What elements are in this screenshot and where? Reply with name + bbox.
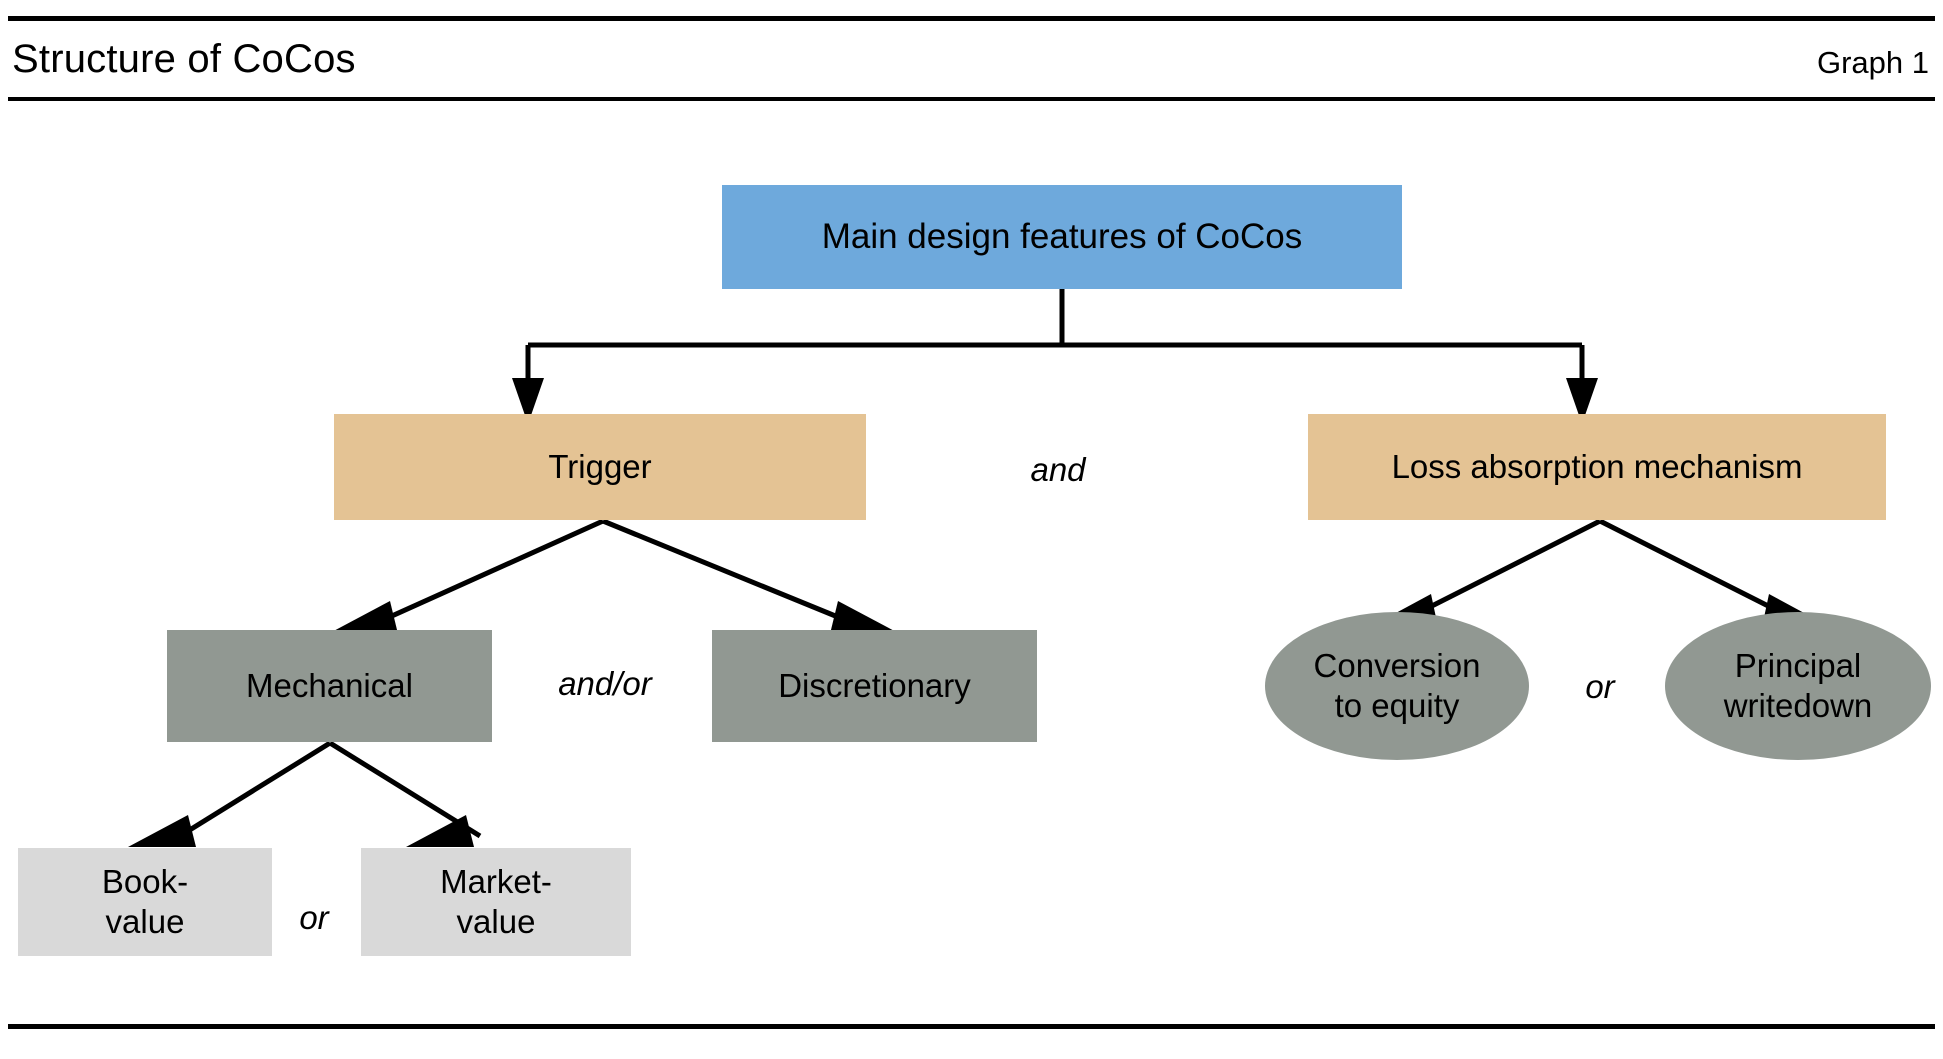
- node-label-line-1: Market-: [440, 863, 552, 900]
- node-label-line-1: Book-: [101, 863, 189, 900]
- edge-main-to-branches: [512, 289, 1598, 424]
- edge-trigger-to-children: [328, 518, 900, 634]
- arrowhead-to-marketvalue: [406, 815, 474, 847]
- node-label-line-1: Principal: [1734, 647, 1862, 684]
- node-label-line-2: to equity: [1334, 687, 1460, 724]
- node-label: Loss absorption mechanism: [1391, 448, 1803, 485]
- node-book-value[interactable]: Book- value: [18, 848, 272, 956]
- node-trigger[interactable]: Trigger: [334, 414, 866, 520]
- node-mechanical[interactable]: Mechanical: [167, 630, 492, 742]
- arrowhead-to-bookvalue: [128, 815, 196, 847]
- node-label: Market- value: [440, 862, 552, 942]
- top-rule: [8, 16, 1935, 21]
- node-label: Trigger: [548, 448, 652, 485]
- node-principal-writedown[interactable]: Principal writedown: [1665, 612, 1931, 760]
- edge-mechanical-to-children: [128, 740, 482, 847]
- arrowhead-to-loss: [1566, 378, 1598, 424]
- node-discretionary[interactable]: Discretionary: [712, 630, 1037, 742]
- bottom-rule: [8, 1024, 1935, 1029]
- node-label: Mechanical: [246, 667, 413, 704]
- node-market-value[interactable]: Market- value: [361, 848, 631, 956]
- header-rule: [8, 97, 1935, 101]
- node-label: Conversion to equity: [1314, 646, 1481, 726]
- connector-label-and: and: [1030, 451, 1086, 488]
- node-conversion-to-equity[interactable]: Conversion to equity: [1265, 612, 1529, 760]
- page-title: Structure of CoCos: [12, 37, 356, 81]
- connector-label-or-value: or: [299, 899, 329, 936]
- edge-loss-to-children: [1370, 518, 1830, 627]
- node-label-line-2: value: [105, 903, 185, 940]
- node-label: Principal writedown: [1724, 646, 1873, 726]
- node-label: Book- value: [102, 862, 188, 942]
- node-label: Main design features of CoCos: [821, 217, 1303, 256]
- node-label-line-2: writedown: [1723, 687, 1873, 724]
- node-main-design-features[interactable]: Main design features of CoCos: [722, 185, 1402, 289]
- graph-number-label: Graph 1: [1816, 45, 1929, 80]
- connector-label-and-or: and/or: [558, 665, 652, 702]
- node-label: Discretionary: [778, 667, 971, 704]
- arrowhead-to-discretionary: [830, 601, 900, 634]
- node-loss-absorption-mechanism[interactable]: Loss absorption mechanism: [1308, 414, 1886, 520]
- node-label-line-2: value: [456, 903, 536, 940]
- node-label-line-1: Conversion: [1313, 647, 1481, 684]
- arrowhead-to-trigger: [512, 378, 544, 424]
- connector-label-or-loss: or: [1585, 668, 1615, 705]
- arrowhead-to-mechanical: [328, 601, 398, 634]
